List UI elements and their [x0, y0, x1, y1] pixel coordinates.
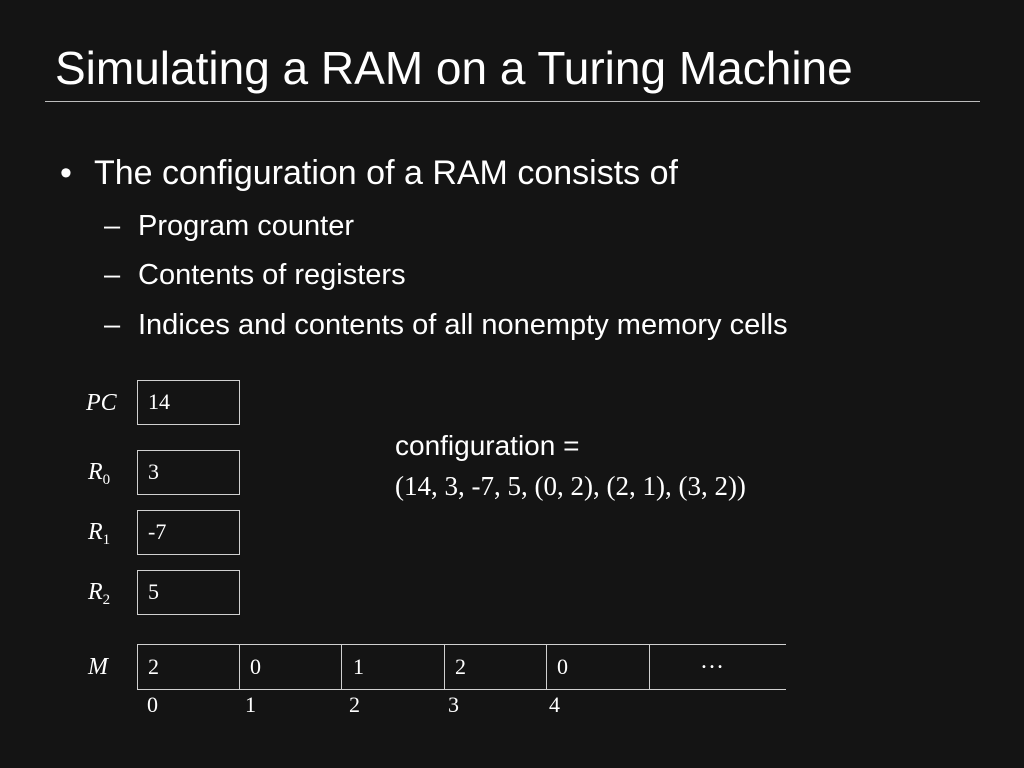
- sub-item-memory-cells: –Indices and contents of all nonempty me…: [104, 305, 788, 345]
- memory-label: M: [88, 654, 108, 680]
- sub-item-text: Contents of registers: [138, 259, 406, 291]
- register-0-box: 3: [137, 450, 240, 495]
- register-1-box: -7: [137, 510, 240, 555]
- register-subscript: 2: [102, 592, 111, 608]
- memory-cell-2: 1: [353, 654, 364, 679]
- register-1-label: R1: [88, 518, 111, 548]
- register-letter: R: [88, 459, 103, 485]
- sub-marker: –: [104, 259, 121, 291]
- register-letter: R: [88, 519, 103, 545]
- memory-cell-divider: [444, 644, 445, 690]
- register-2-box: 5: [137, 570, 240, 615]
- bullet-marker: •: [60, 154, 72, 192]
- memory-cell-divider: [239, 644, 240, 690]
- register-letter: R: [88, 579, 103, 605]
- register-2-label: R2: [88, 578, 111, 608]
- sub-marker: –: [104, 309, 121, 341]
- memory-index-3: 3: [448, 692, 459, 717]
- sub-marker: –: [104, 210, 121, 242]
- memory-cell-3: 2: [455, 654, 466, 679]
- configuration-value: (14, 3, -7, 5, (0, 2), (2, 1), (3, 2)): [395, 471, 746, 501]
- memory-cell-4: 0: [557, 654, 568, 679]
- register-0-label: R0: [88, 458, 111, 488]
- bullet-item: • The configuration of a RAM consists of: [60, 150, 678, 196]
- memory-cell-0: 2: [148, 654, 159, 679]
- sub-item-registers: –Contents of registers: [104, 255, 406, 295]
- memory-cell-divider: [341, 644, 342, 690]
- sub-item-program-counter: –Program counter: [104, 206, 354, 246]
- register-subscript: 1: [102, 532, 111, 548]
- title-divider: [45, 101, 980, 102]
- memory-ellipsis: …: [700, 648, 726, 674]
- bullet-text: The configuration of a RAM consists of: [94, 154, 678, 192]
- memory-index-2: 2: [349, 692, 360, 717]
- sub-item-text: Program counter: [138, 210, 354, 242]
- slide-title: Simulating a RAM on a Turing Machine: [55, 42, 853, 94]
- memory-cell-divider: [137, 644, 138, 690]
- memory-index-0: 0: [147, 692, 158, 717]
- memory-index-4: 4: [549, 692, 560, 717]
- configuration-label: configuration =: [395, 430, 580, 461]
- pc-box: 14: [137, 380, 240, 425]
- pc-label: PC: [86, 390, 117, 416]
- memory-index-1: 1: [245, 692, 256, 717]
- memory-cell-divider: [649, 644, 650, 690]
- memory-tape-top-edge: [137, 644, 786, 645]
- sub-item-text: Indices and contents of all nonempty mem…: [138, 309, 788, 341]
- memory-cell-1: 0: [250, 654, 261, 679]
- memory-tape-bottom-edge: [137, 689, 786, 690]
- register-subscript: 0: [102, 472, 111, 488]
- memory-cell-divider: [546, 644, 547, 690]
